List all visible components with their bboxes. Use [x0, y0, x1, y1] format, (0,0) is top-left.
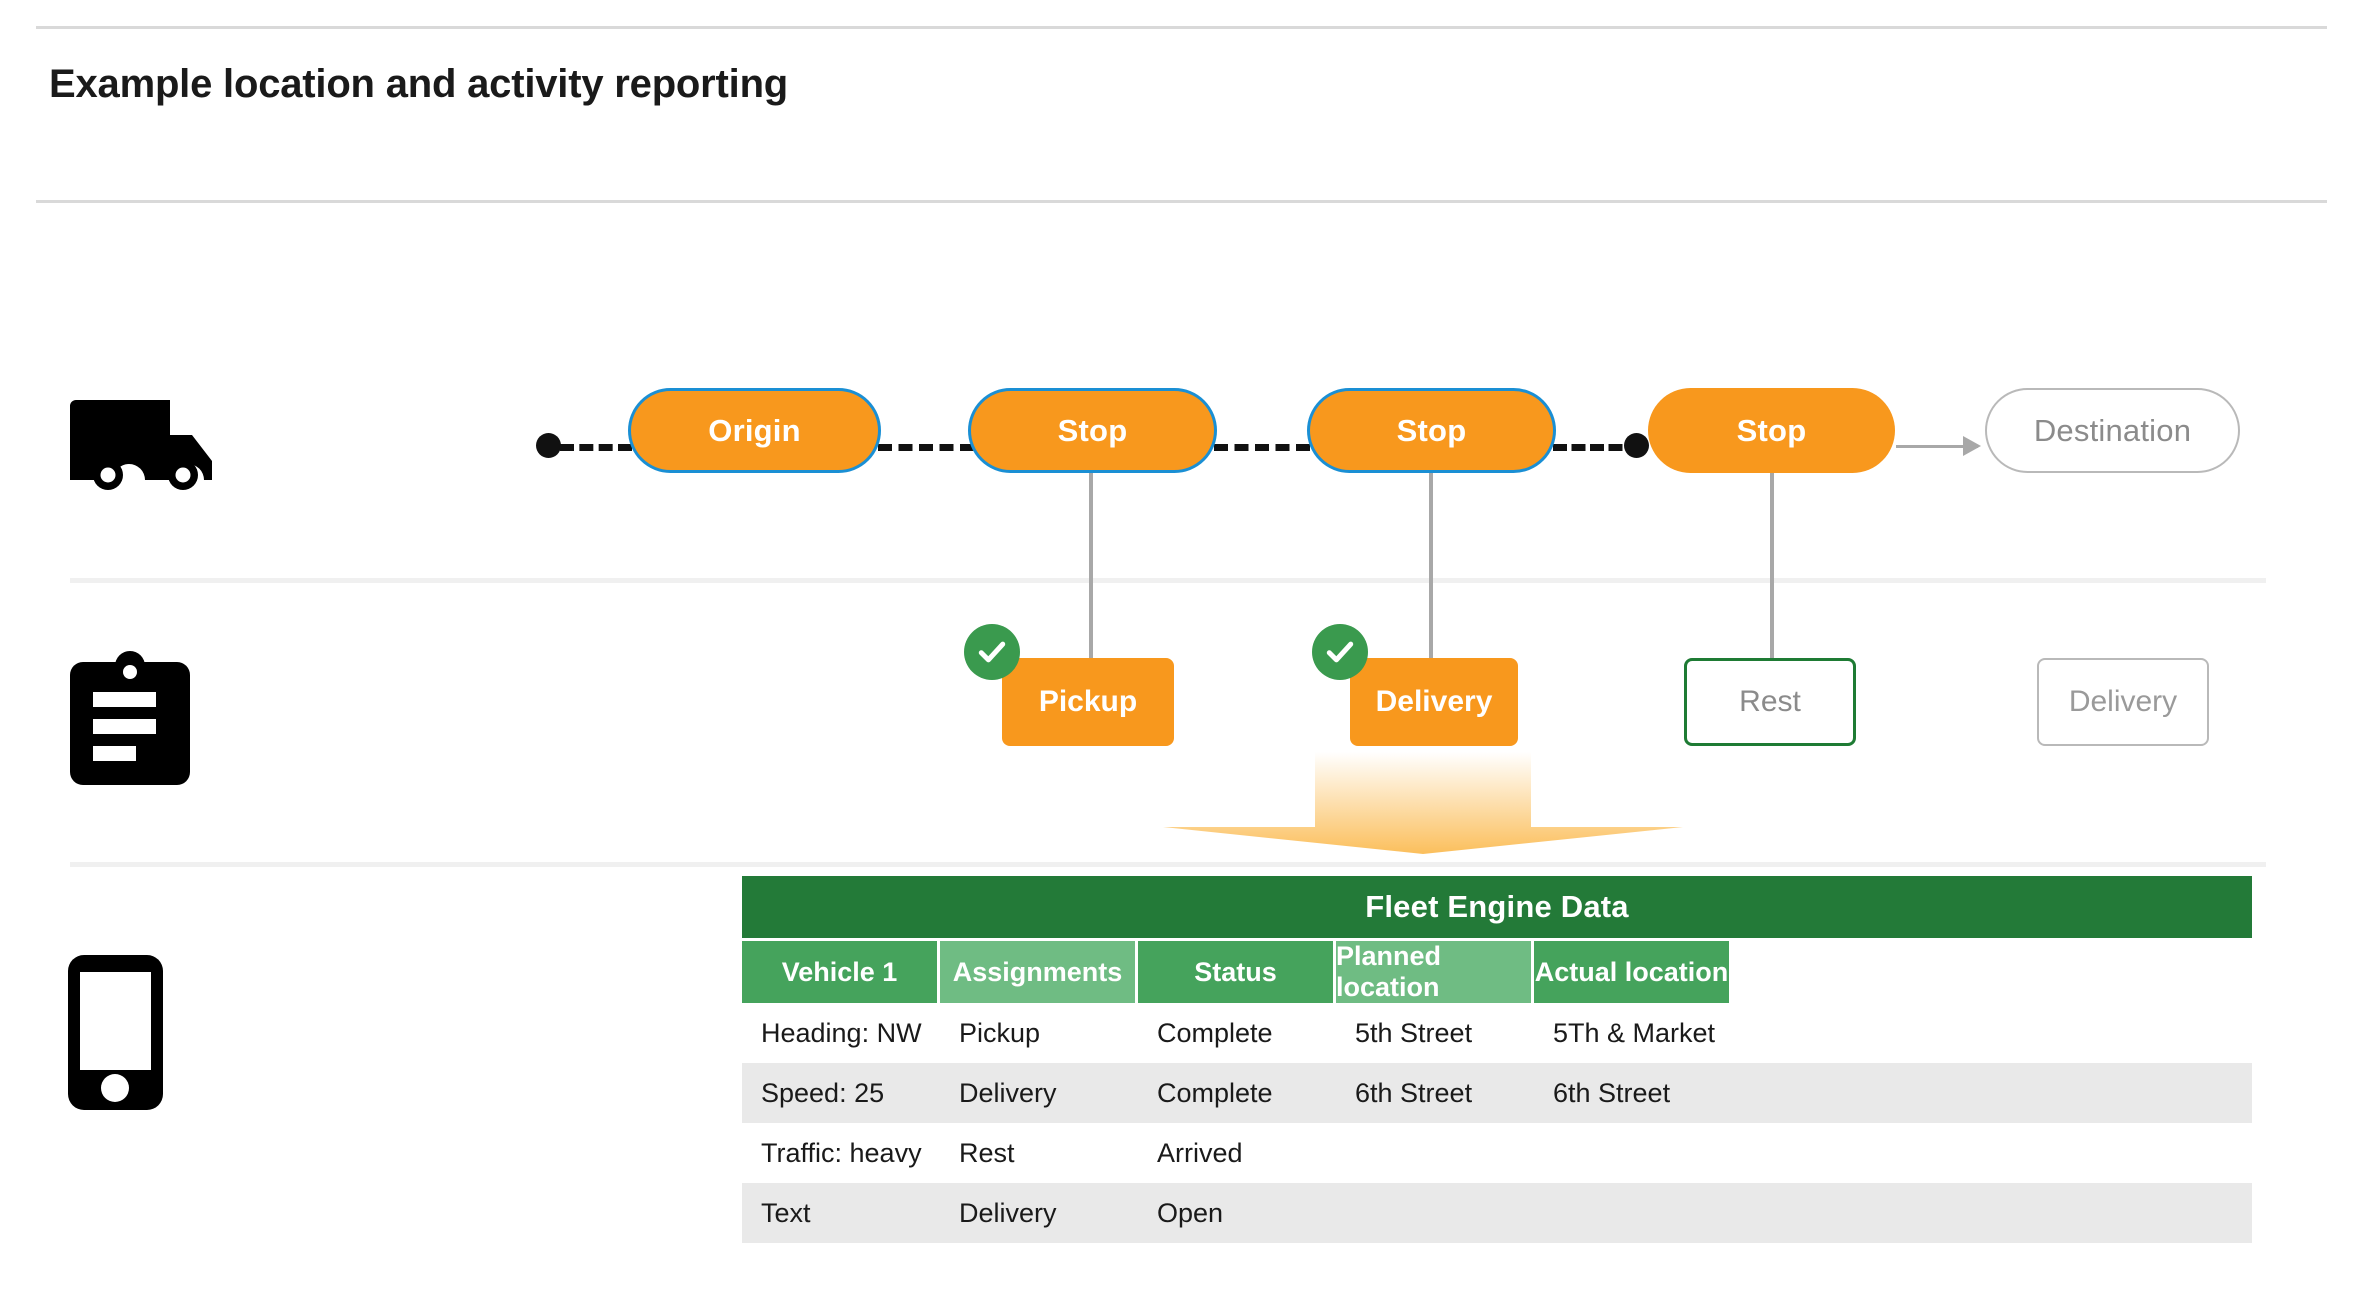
fleet-engine-table: Fleet Engine Data Vehicle 1 Assignments … [742, 876, 2252, 1243]
destination-arrow-head [1963, 436, 1981, 456]
activity-card-rest[interactable]: Rest [1684, 658, 1856, 746]
route-dash-segment [878, 444, 974, 451]
table-header-cell: Planned location [1336, 941, 1531, 1003]
table-cell: Arrived [1157, 1137, 1243, 1168]
table-row: Speed: 25 Delivery Complete 6th Street 6… [742, 1063, 2252, 1123]
table-header-cell: Assignments [940, 941, 1135, 1003]
phone-icon [68, 955, 163, 1110]
table-cell [1534, 1123, 1729, 1183]
table-cell: Rest [959, 1137, 1015, 1168]
route-dash-segment [1214, 444, 1310, 451]
table-cell [1336, 1123, 1531, 1183]
table-cell: Pickup [959, 1017, 1041, 1048]
divider-route-activity [70, 578, 2266, 583]
route-node-origin[interactable]: Origin [628, 388, 881, 473]
truck-icon [70, 400, 225, 490]
header-rule [36, 200, 2327, 203]
table-cell: 5th Street [1355, 1017, 1473, 1048]
table-header-row: Vehicle 1 Assignments Status Planned loc… [742, 941, 2252, 1003]
table-cell: Complete [1138, 1063, 1333, 1123]
table-cell: 6th Street [1534, 1063, 1729, 1123]
activity-card-pickup[interactable]: Pickup [1002, 658, 1174, 746]
activity-card-delivery[interactable]: Delivery [1350, 658, 1518, 746]
table-cell: 6th Street [1336, 1063, 1531, 1123]
destination-arrow-line [1896, 445, 1978, 448]
activity-card-delivery-open[interactable]: Delivery [2037, 658, 2209, 746]
table-cell [1534, 1183, 1729, 1243]
route-node-destination[interactable]: Destination [1985, 388, 2240, 473]
table-cell: Delivery [940, 1063, 1135, 1123]
table-cell: Text [742, 1183, 937, 1243]
route-node-stop-2[interactable]: Stop [1307, 388, 1556, 473]
route-dash-segment [560, 444, 632, 451]
table-header-cell: Status [1138, 941, 1333, 1003]
table-row: Traffic: heavy Rest Arrived [742, 1123, 2252, 1183]
table-row: Text Delivery Open [742, 1183, 2252, 1243]
table-cell: Complete [1157, 1017, 1273, 1048]
route-start-dot [536, 433, 561, 458]
table-cell: Open [1138, 1183, 1333, 1243]
top-rule [36, 26, 2327, 29]
check-icon [964, 624, 1020, 680]
page-title: Example location and activity reporting [49, 62, 789, 106]
route-node-stop-1[interactable]: Stop [968, 388, 1217, 473]
table-cell: Delivery [940, 1183, 1135, 1243]
clipboard-icon [70, 650, 190, 785]
table-cell [1336, 1183, 1531, 1243]
table-header-cell: Vehicle 1 [742, 941, 937, 1003]
connector-line [1089, 473, 1093, 660]
table-cell: 5Th & Market [1553, 1017, 1716, 1048]
table-header-cell: Actual location [1534, 941, 1729, 1003]
divider-activity-data [70, 862, 2266, 867]
route-mid-dot [1624, 433, 1649, 458]
route-dash-segment [1553, 444, 1641, 451]
table-row: Heading: NW Pickup Complete 5th Street 5… [742, 1003, 2252, 1063]
gradient-down-arrow-icon [1163, 752, 1683, 854]
table-cell: Heading: NW [761, 1017, 922, 1048]
table-cell: Speed: 25 [742, 1063, 937, 1123]
connector-line [1770, 473, 1774, 660]
route-node-stop-3[interactable]: Stop [1648, 388, 1895, 473]
table-title: Fleet Engine Data [742, 876, 2252, 938]
check-icon [1312, 624, 1368, 680]
connector-line [1429, 473, 1433, 660]
table-cell: Traffic: heavy [761, 1137, 922, 1168]
